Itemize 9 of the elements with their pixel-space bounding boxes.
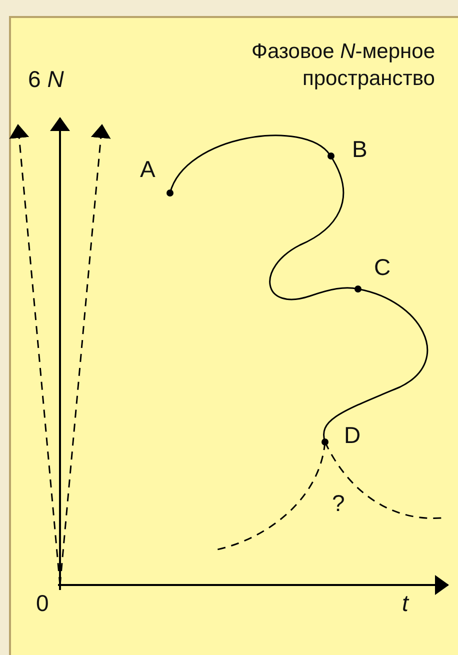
point-label: A	[140, 158, 156, 181]
origin-label: 0	[36, 592, 49, 615]
point-label: C	[374, 256, 391, 279]
question-mark: ?	[332, 492, 345, 515]
point-label: B	[352, 138, 368, 161]
heading-text: Фазовое N-мерное пространство	[250, 39, 435, 92]
axis-label: 6 N	[28, 68, 64, 91]
axis-label: t	[402, 592, 408, 615]
point-label: D	[344, 424, 361, 447]
